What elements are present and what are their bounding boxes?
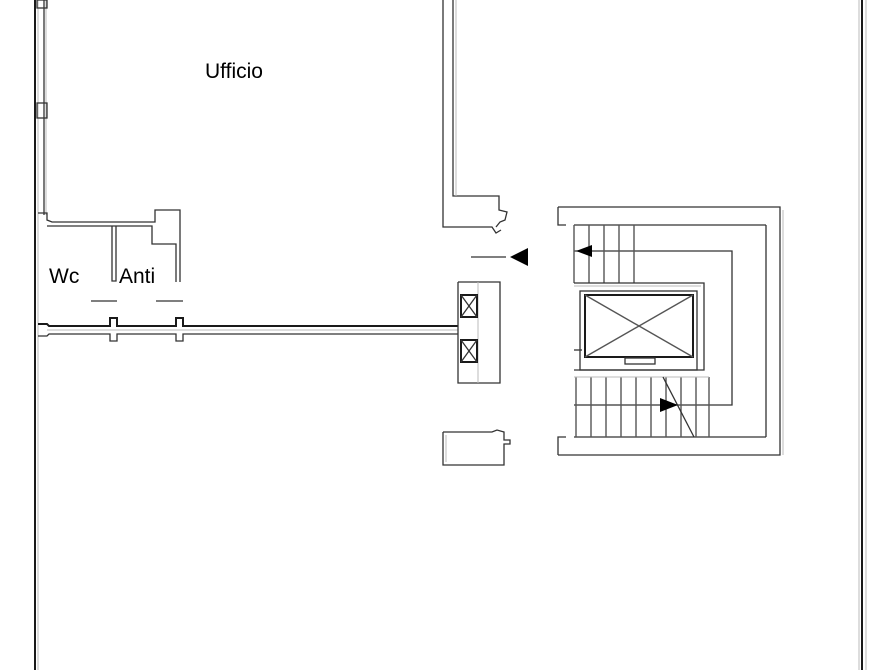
outer-wall-left: [34, 0, 48, 670]
duct-upper-icon: [460, 294, 478, 318]
stair-up-arrow-icon: [576, 245, 592, 257]
elevator-shaft-icon: [584, 294, 694, 358]
stairwell: [557, 206, 784, 456]
corridor-wall: [38, 317, 458, 342]
room-label-wc: Wc: [49, 265, 80, 288]
pillar-block: [442, 429, 511, 466]
room-label-anti: Anti: [119, 265, 156, 288]
entrance-arrow-icon: [471, 248, 528, 266]
outer-wall-right: [858, 0, 867, 670]
wc-anti-walls: [38, 209, 183, 302]
room-label-ufficio: Ufficio: [205, 60, 263, 83]
ufficio-partition-wall: [442, 0, 508, 234]
duct-block: [457, 281, 501, 384]
duct-lower-icon: [460, 339, 478, 363]
stair-down-arrow-icon: [660, 398, 678, 412]
